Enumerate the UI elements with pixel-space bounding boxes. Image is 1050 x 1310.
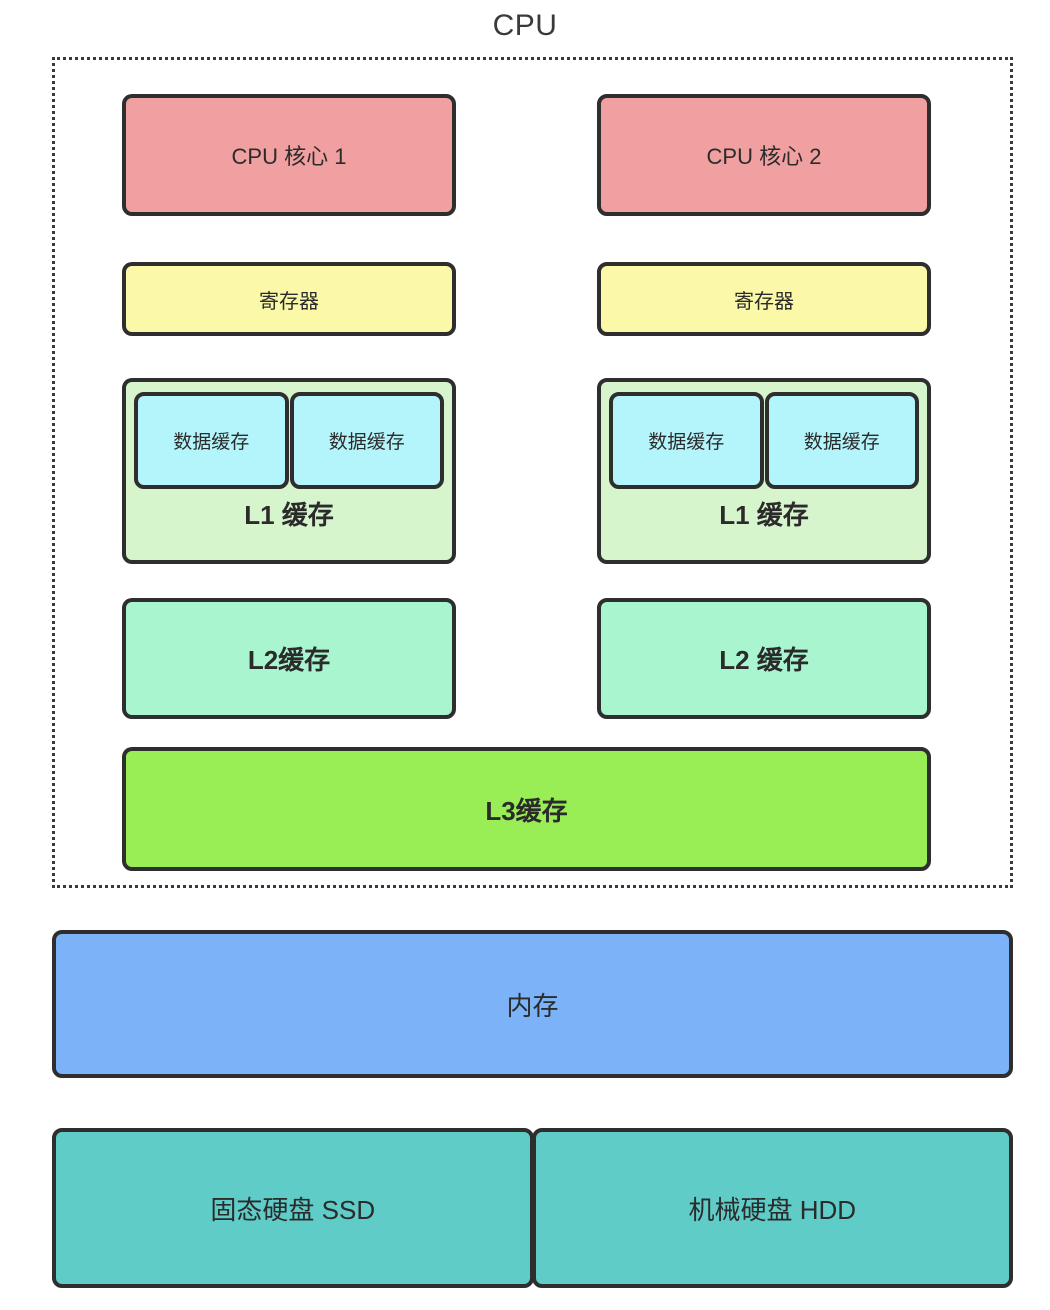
data-cache-label-core-1-a: 数据缓存 <box>173 432 250 453</box>
cpu-core-2-block: CPU 核心 2 <box>597 94 931 216</box>
l1-cache-block-core-2: 数据缓存 数据缓存 L1 缓存 <box>597 378 931 564</box>
register-block-core-1: 寄存器 <box>122 262 456 336</box>
cpu-container <box>52 57 1013 888</box>
memory-label: 内存 <box>506 990 559 1021</box>
l3-cache-label: L3缓存 <box>485 795 568 826</box>
l2-cache-label-core-2: L2 缓存 <box>719 645 809 675</box>
register-block-core-2: 寄存器 <box>597 262 931 336</box>
data-cache-label-core-1-b: 数据缓存 <box>328 432 405 453</box>
data-cache-block-core-1-b: 数据缓存 <box>289 392 444 489</box>
l1-cache-label-core-1: L1 缓存 <box>244 500 334 530</box>
l2-cache-label-core-1: L2缓存 <box>247 645 331 675</box>
l1-subblock-row-core-1: 数据缓存 数据缓存 <box>134 392 444 489</box>
data-cache-label-core-2-b: 数据缓存 <box>803 432 880 453</box>
cpu-core-1-label: CPU 核心 1 <box>231 144 347 169</box>
l2-cache-block-core-1: L2缓存 <box>122 598 456 719</box>
data-cache-label-core-2-a: 数据缓存 <box>648 432 725 453</box>
hdd-label: 机械硬盘 HDD <box>688 1194 857 1225</box>
hdd-block: 机械硬盘 HDD <box>531 1128 1013 1288</box>
memory-block: 内存 <box>52 930 1013 1078</box>
l2-cache-block-core-2: L2 缓存 <box>597 598 931 719</box>
page-title: CPU <box>492 9 558 42</box>
register-label-core-2: 寄存器 <box>734 290 794 313</box>
l1-cache-label-core-2: L1 缓存 <box>719 500 809 530</box>
cpu-core-1-block: CPU 核心 1 <box>122 94 456 216</box>
data-cache-block-core-2-a: 数据缓存 <box>609 392 764 489</box>
l1-subblock-row-core-2: 数据缓存 数据缓存 <box>609 392 919 489</box>
storage-row: 固态硬盘 SSD 机械硬盘 HDD <box>52 1128 1013 1288</box>
l1-cache-block-core-1: 数据缓存 数据缓存 L1 缓存 <box>122 378 456 564</box>
register-label-core-1: 寄存器 <box>259 290 319 313</box>
data-cache-block-core-2-b: 数据缓存 <box>764 392 919 489</box>
cpu-core-2-label: CPU 核心 2 <box>706 144 822 169</box>
data-cache-block-core-1-a: 数据缓存 <box>134 392 289 489</box>
ssd-label: 固态硬盘 SSD <box>210 1194 376 1225</box>
l3-cache-block: L3缓存 <box>122 747 931 871</box>
ssd-block: 固态硬盘 SSD <box>52 1128 534 1288</box>
